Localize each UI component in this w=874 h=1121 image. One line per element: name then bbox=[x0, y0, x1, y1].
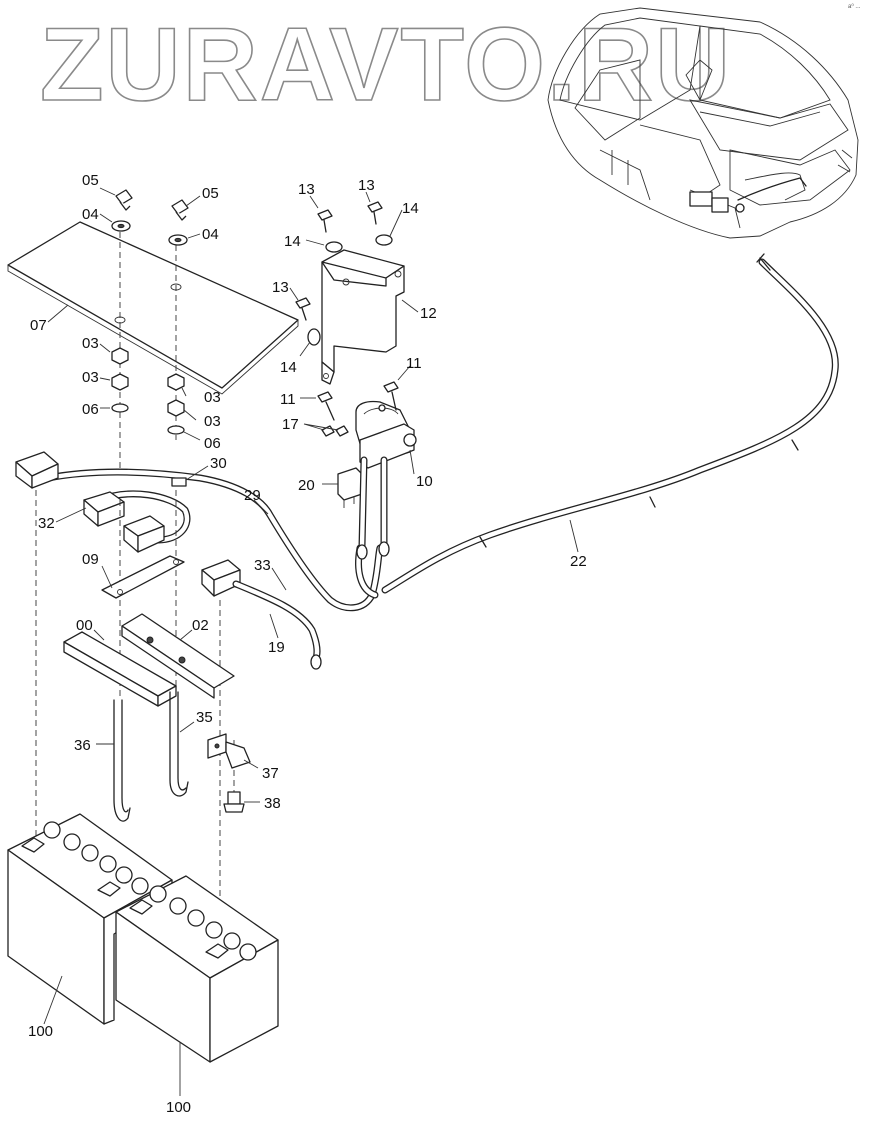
label-11-b: 11 bbox=[406, 355, 422, 372]
battery-100-rear bbox=[7, 813, 173, 1025]
machine-cab-illustration bbox=[547, 7, 859, 239]
relay-terminal-cables bbox=[356, 456, 390, 560]
label-04-left: 04 bbox=[82, 206, 99, 223]
nut-17-b bbox=[335, 425, 349, 437]
battery-cable-19 bbox=[232, 580, 322, 670]
label-07: 07 bbox=[30, 317, 47, 334]
plate-hole-right bbox=[170, 283, 182, 291]
label-30: 30 bbox=[210, 455, 227, 472]
bolt-13-b bbox=[367, 201, 383, 225]
label-11-a: 11 bbox=[280, 391, 296, 408]
terminal-cover-19 bbox=[201, 559, 241, 597]
label-03-c: 03 bbox=[204, 389, 221, 406]
j-bolt-35 bbox=[169, 691, 189, 797]
terminal-cover-32 bbox=[83, 491, 165, 553]
battery-relay-10 bbox=[355, 400, 417, 469]
washer-14-a bbox=[325, 241, 343, 253]
label-04-right: 04 bbox=[202, 226, 219, 243]
label-35: 35 bbox=[196, 709, 213, 726]
label-06-left: 06 bbox=[82, 401, 99, 418]
label-19: 19 bbox=[268, 639, 285, 656]
part-labels: 05 05 04 04 07 03 03 03 03 06 06 13 13 1… bbox=[28, 172, 587, 1116]
washer-04-right bbox=[168, 234, 188, 246]
stay-02 bbox=[121, 613, 235, 699]
corner-mark: a⁰ ... bbox=[848, 3, 861, 10]
bracket-37 bbox=[207, 733, 251, 769]
label-13-b: 13 bbox=[358, 177, 375, 194]
label-13-a: 13 bbox=[298, 181, 315, 198]
label-100-rear: 100 bbox=[28, 1023, 53, 1040]
label-14-b: 14 bbox=[402, 200, 419, 217]
hold-down-plate-07 bbox=[7, 221, 299, 395]
label-33: 33 bbox=[254, 557, 271, 574]
label-02: 02 bbox=[192, 617, 209, 634]
plate-hole-left bbox=[114, 316, 126, 324]
battery-100-front bbox=[115, 875, 279, 1063]
washer-06-left bbox=[111, 403, 129, 413]
label-05-left: 05 bbox=[82, 172, 99, 189]
label-09: 09 bbox=[82, 551, 99, 568]
label-03-d: 03 bbox=[204, 413, 221, 430]
nut-03-a bbox=[111, 347, 129, 365]
bolt-38 bbox=[223, 791, 245, 813]
label-03-b: 03 bbox=[82, 369, 99, 386]
stay-00 bbox=[63, 631, 177, 707]
wing-nut-05-right bbox=[171, 199, 189, 221]
label-03-a: 03 bbox=[82, 335, 99, 352]
label-20: 20 bbox=[298, 477, 315, 494]
label-36: 36 bbox=[74, 737, 91, 754]
plate-09 bbox=[101, 555, 185, 599]
nut-03-c bbox=[167, 373, 185, 391]
j-bolt-36 bbox=[113, 699, 131, 822]
terminal-cover-left bbox=[15, 451, 59, 489]
nut-03-b bbox=[111, 373, 129, 391]
washer-06-right bbox=[167, 425, 185, 435]
washer-14-b bbox=[375, 234, 393, 246]
label-14-c: 14 bbox=[280, 359, 297, 376]
label-22: 22 bbox=[570, 553, 587, 570]
label-12: 12 bbox=[420, 305, 437, 322]
label-37: 37 bbox=[262, 765, 279, 782]
clamp-30 bbox=[171, 477, 187, 487]
nut-03-d bbox=[167, 399, 185, 417]
label-06-right: 06 bbox=[204, 435, 221, 452]
watermark: ZURAVTO.RU bbox=[40, 7, 732, 123]
washer-14-c bbox=[307, 328, 321, 346]
label-13-c: 13 bbox=[272, 279, 289, 296]
bolt-13-c bbox=[295, 297, 311, 321]
label-00: 00 bbox=[76, 617, 93, 634]
bolt-11-a bbox=[317, 391, 335, 421]
label-38: 38 bbox=[264, 795, 281, 812]
wing-nut-05-left bbox=[115, 189, 133, 211]
battery-cable-22 bbox=[381, 253, 839, 594]
relay-20 bbox=[337, 467, 363, 508]
bracket-12 bbox=[321, 249, 405, 385]
leader-lines bbox=[43, 187, 579, 1096]
label-100-front: 100 bbox=[166, 1099, 191, 1116]
bolt-11-b bbox=[383, 381, 399, 411]
washer-04-left bbox=[111, 220, 131, 232]
label-14-a: 14 bbox=[284, 233, 301, 250]
label-29: 29 bbox=[244, 487, 261, 504]
label-10: 10 bbox=[416, 473, 433, 490]
label-05-right: 05 bbox=[202, 185, 219, 202]
bolt-13-a bbox=[317, 209, 333, 233]
label-17: 17 bbox=[282, 416, 299, 433]
label-32: 32 bbox=[38, 515, 55, 532]
